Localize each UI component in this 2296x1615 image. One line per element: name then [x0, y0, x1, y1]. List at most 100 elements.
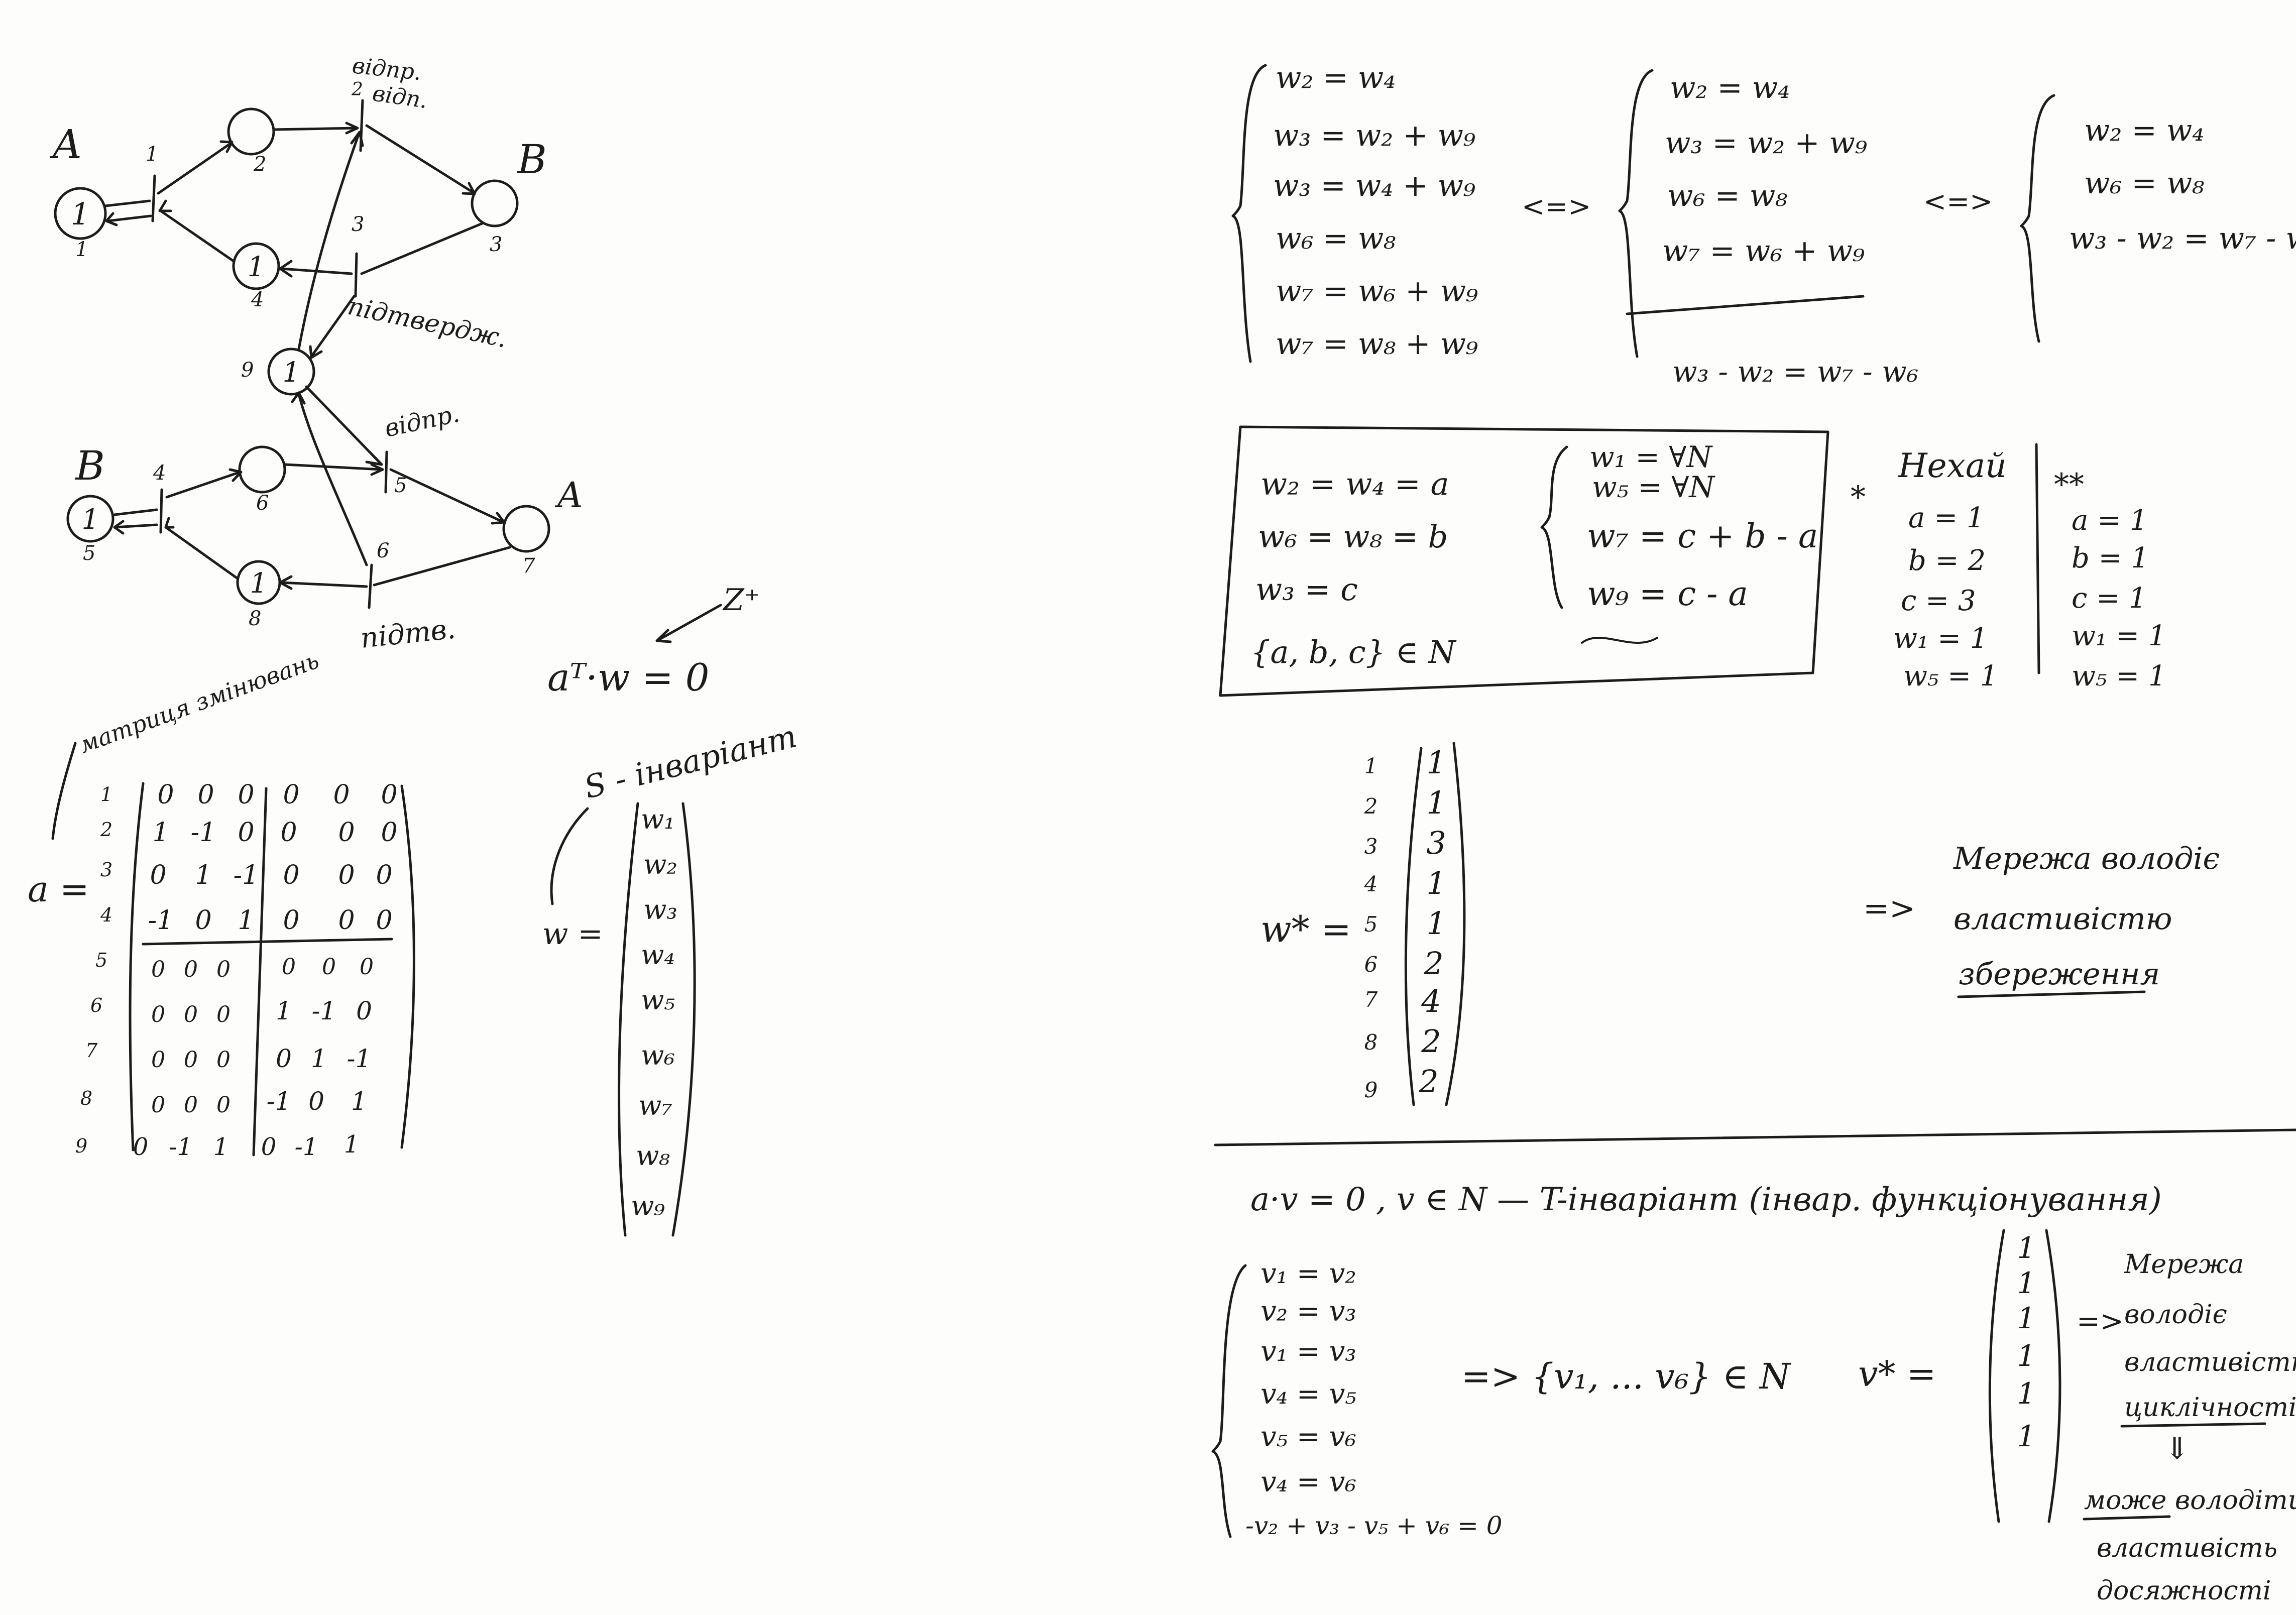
matrix-cell: 1 — [311, 1044, 327, 1073]
matrix-cell: 0 — [151, 1002, 165, 1027]
solution-box-border — [1219, 425, 1829, 697]
brace — [2020, 94, 2055, 343]
w-star-row-label: 3 — [1364, 834, 1378, 859]
w-entry: w₄ — [641, 939, 675, 971]
v-star-value: 1 — [2017, 1376, 2036, 1411]
w-star-value: 1 — [1426, 865, 1446, 901]
system2-line: w₆ = w₈ — [1667, 178, 1787, 213]
box-right-line: w₇ = c + b - a — [1587, 517, 1818, 555]
system2-result: w₃ - w₂ = w₇ - w₆ — [1672, 355, 1918, 389]
arrowhead — [219, 140, 234, 153]
matrix-cell: 0 — [216, 1047, 231, 1073]
transition-number-2: 2 — [351, 79, 363, 100]
w-star-value: 1 — [1426, 905, 1446, 942]
system1-implies: <=> — [1522, 190, 1591, 222]
petri-net-diagram: A B 1 1 1 1 2 3 4 9 1 2 3 відпр. відп. п… — [49, 53, 583, 654]
w-star-conclusion-arrow: => — [1863, 890, 1915, 927]
w-star-right-bracket — [1445, 742, 1466, 1106]
matrix-cell: 1 — [152, 818, 169, 848]
transition-2-label-extra: відп. — [371, 80, 429, 113]
place-number-8: 8 — [249, 607, 261, 630]
net1-label-left: A — [49, 121, 82, 168]
matrix-cell: 1 — [344, 1130, 360, 1159]
matrix-cell: -1 — [267, 1087, 291, 1116]
arc — [157, 142, 233, 195]
w-entry: w₉ — [631, 1190, 665, 1222]
place-number-2: 2 — [253, 153, 266, 176]
transition-6-label: підтв. — [359, 612, 457, 654]
matrix-cell: 0 — [184, 1092, 198, 1118]
arrowhead — [164, 517, 175, 529]
place-7 — [502, 505, 550, 553]
transition-3-label: підтвердж. — [346, 291, 510, 354]
let-values-block: * Нехай a = 1 b = 2 c = 3 w₁ = 1 w₅ = 1 — [1851, 443, 2040, 693]
arc — [284, 463, 383, 471]
t-system-line: v₂ = v₃ — [1260, 1295, 1356, 1328]
box-right-line: w₅ = ∀N — [1592, 470, 1715, 504]
transition-6 — [368, 563, 373, 609]
transition-5 — [384, 450, 388, 494]
arc — [389, 468, 505, 524]
t-system-line: v₅ = v₆ — [1260, 1421, 1356, 1453]
equation-system-2: w₂ = w₄ w₃ = w₂ + w₉ w₆ = w₈ w₇ = w₆ + w… — [1618, 69, 1993, 389]
place-number-3: 3 — [490, 233, 502, 256]
star2-value: c = 1 — [2072, 582, 2147, 615]
arrowhead — [491, 512, 506, 525]
w-star-row-label: 6 — [1364, 952, 1378, 977]
brace — [1231, 64, 1267, 363]
matrix-cell: -1 — [295, 1133, 318, 1161]
s-invariant-block: aᵀ·w = 0 Z⁺ S - інваріант w = w₁ w₂ w₃ w… — [542, 583, 800, 1237]
caption-arrow — [51, 742, 77, 840]
equation-system-1: w₂ = w₄ w₃ = w₂ + w₉ w₃ = w₄ + w₉ w₆ = w… — [1231, 60, 1591, 363]
t-system-line: -v₂ + v₃ - v₅ + v₆ = 0 — [1245, 1511, 1503, 1540]
let-title: Нехай — [1898, 446, 2007, 485]
system3-line: w₂ = w₄ — [2084, 113, 2204, 148]
w-entry: w₂ — [643, 849, 677, 880]
s-invariant-label: S - інваріант — [581, 718, 800, 806]
v-star-value: 1 — [2017, 1266, 2036, 1300]
w-star-label: w* = — [1260, 908, 1351, 950]
v-right-bracket — [2045, 1229, 2061, 1523]
matrix-cell: 0 — [333, 780, 350, 810]
matrix-cell: 0 — [283, 780, 299, 810]
place-1 — [54, 187, 107, 240]
v-left-bracket — [1988, 1229, 2005, 1523]
matrix-cell: -1 — [234, 860, 259, 890]
v-conclusion2-line: може володіти — [2084, 1485, 2296, 1516]
net2-label-right: A — [554, 475, 583, 516]
matrix-row-label: 2 — [100, 819, 112, 841]
star2-marker: ** — [2054, 467, 2084, 502]
w-entry: w₆ — [641, 1040, 675, 1071]
w-star-value: 3 — [1426, 825, 1446, 861]
matrix-cell: 0 — [238, 780, 254, 810]
star2-value: w₁ = 1 — [2072, 620, 2166, 652]
v-conclusion-arrow: => — [2077, 1305, 2124, 1338]
place-8-token: 1 — [250, 567, 268, 599]
matrix-cell: 0 — [184, 1002, 198, 1027]
matrix-row-label: 1 — [100, 783, 112, 805]
matrix-cell: 0 — [216, 1002, 231, 1027]
w-entry: w₁ — [641, 803, 675, 835]
w-star-value: 2 — [1421, 1023, 1441, 1060]
system2-line: w₂ = w₄ — [1670, 70, 1790, 105]
let-value: a = 1 — [1908, 502, 1985, 534]
t-invariant-line: a·v = 0 , v ∈ N — T-інваріант (інвар. фу… — [1250, 1181, 2162, 1218]
box-left-line: w₂ = w₄ = a — [1260, 466, 1449, 502]
t-system-implies: => {v₁, ... v₆} ∈ N — [1461, 1356, 1792, 1397]
w-entry: w₈ — [636, 1140, 670, 1172]
matrix-cell: 1 — [195, 860, 211, 890]
let-value: w₁ = 1 — [1893, 622, 1988, 655]
place-9 — [267, 348, 315, 396]
place-4 — [232, 242, 280, 290]
matrix-row-label: 8 — [80, 1087, 92, 1109]
v-conclusion2-line: властивість — [2097, 1533, 2277, 1563]
matrix-cell: 0 — [151, 1047, 165, 1073]
v-star-value: 1 — [2017, 1231, 2036, 1265]
matrix-row-label: 5 — [95, 949, 107, 971]
arrowhead — [291, 391, 306, 405]
place-2 — [227, 107, 275, 156]
w-star-conclusion-line: властивістю — [1954, 901, 2172, 937]
let-value: b = 2 — [1908, 544, 1986, 577]
matrix-cell: 0 — [360, 954, 374, 980]
star2-values-block: ** a = 1 b = 1 c = 1 w₁ = 1 w₅ = 1 — [2054, 467, 2166, 693]
